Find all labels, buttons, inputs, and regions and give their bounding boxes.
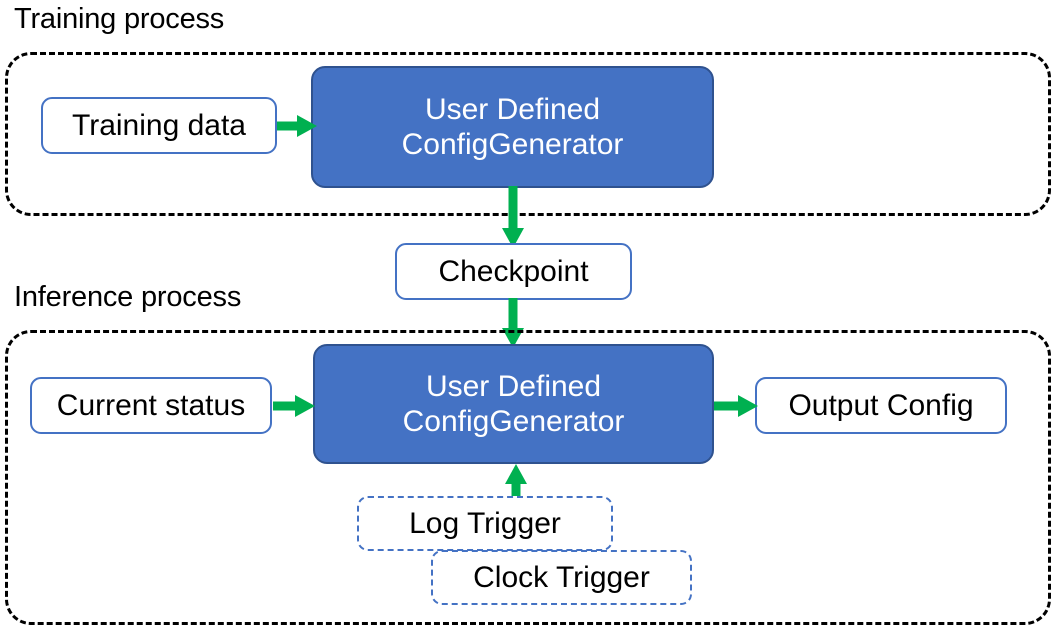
node-current-status-label: Current status: [56, 388, 246, 422]
node-log-trigger-label: Log Trigger: [409, 506, 561, 540]
node-training-data[interactable]: Training data: [41, 97, 277, 154]
arrow-training-data-to-generator: [277, 115, 317, 137]
node-output-config[interactable]: Output Config: [755, 377, 1007, 434]
node-output-config-label: Output Config: [788, 388, 974, 422]
node-checkpoint[interactable]: Checkpoint: [395, 243, 632, 300]
node-clock-trigger[interactable]: Clock Trigger: [431, 550, 692, 605]
node-inference-config-generator[interactable]: User Defined ConfigGenerator: [313, 344, 714, 464]
node-inference-config-generator-line1: User Defined: [425, 369, 602, 403]
arrow-generator-to-output-config: [714, 395, 758, 417]
section-label-training: Training process: [14, 3, 225, 35]
arrow-checkpoint-to-inference-generator: [502, 298, 524, 348]
node-current-status[interactable]: Current status: [30, 377, 272, 434]
node-training-data-label: Training data: [72, 108, 246, 142]
node-checkpoint-label: Checkpoint: [438, 254, 589, 288]
arrow-generator-to-checkpoint: [502, 186, 524, 248]
node-inference-config-generator-line2: ConfigGenerator: [402, 405, 625, 438]
node-train-config-generator-line2: ConfigGenerator: [401, 128, 624, 161]
node-train-config-generator-line1: User Defined: [424, 92, 601, 126]
node-log-trigger[interactable]: Log Trigger: [357, 496, 613, 551]
process-container-inference: [5, 330, 1051, 625]
process-container-training: [5, 52, 1051, 216]
node-clock-trigger-label: Clock Trigger: [473, 560, 650, 594]
node-train-config-generator[interactable]: User Defined ConfigGenerator: [311, 66, 714, 188]
section-label-inference: Inference process: [14, 281, 242, 313]
arrow-current-status-to-generator: [273, 395, 315, 417]
